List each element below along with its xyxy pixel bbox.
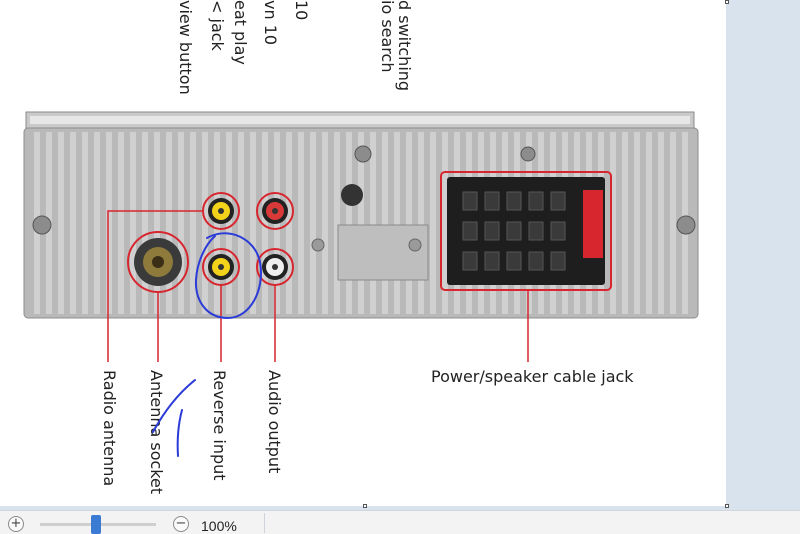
zoom-bar: + − 100% — [0, 510, 800, 534]
top-label-dn10: vn 10 — [261, 0, 280, 45]
callout-audio-output: Audio output — [265, 370, 284, 473]
top-label-search: io search — [378, 0, 397, 72]
minus-icon: − — [175, 516, 187, 531]
callout-radio-antenna: Radio antenna — [100, 370, 119, 486]
zoom-slider-thumb[interactable] — [91, 515, 101, 534]
status-separator — [264, 513, 265, 533]
zoom-out-button[interactable]: − — [173, 516, 189, 532]
freehand-annotation — [152, 232, 262, 457]
top-label-switching: d switching — [395, 0, 414, 91]
radio-back-panel-image: view button < jack eat play vn 10 10 d s… — [23, 0, 699, 494]
zoom-in-button[interactable]: + — [8, 516, 24, 532]
connector-pins — [462, 191, 566, 271]
top-label-10: 10 — [292, 0, 311, 20]
callout-power-speaker: Power/speaker cable jack — [431, 367, 634, 386]
page-resize-handle-corner[interactable] — [725, 504, 729, 508]
document-page: view button < jack eat play vn 10 10 d s… — [0, 0, 726, 506]
page-resize-handle-bottom[interactable] — [363, 504, 367, 508]
zoom-level: 100% — [201, 518, 237, 534]
plus-icon: + — [10, 516, 22, 531]
callout-reverse-input: Reverse input — [210, 370, 229, 481]
canvas-area: view button < jack eat play vn 10 10 d s… — [0, 0, 729, 508]
callout-antenna-socket: Antenna socket — [147, 370, 166, 494]
page-resize-handle-right[interactable] — [725, 0, 729, 4]
top-label-jack: < jack — [208, 0, 227, 52]
top-label-repeat-play: eat play — [231, 0, 250, 65]
top-label-view-button: view button — [176, 0, 195, 95]
